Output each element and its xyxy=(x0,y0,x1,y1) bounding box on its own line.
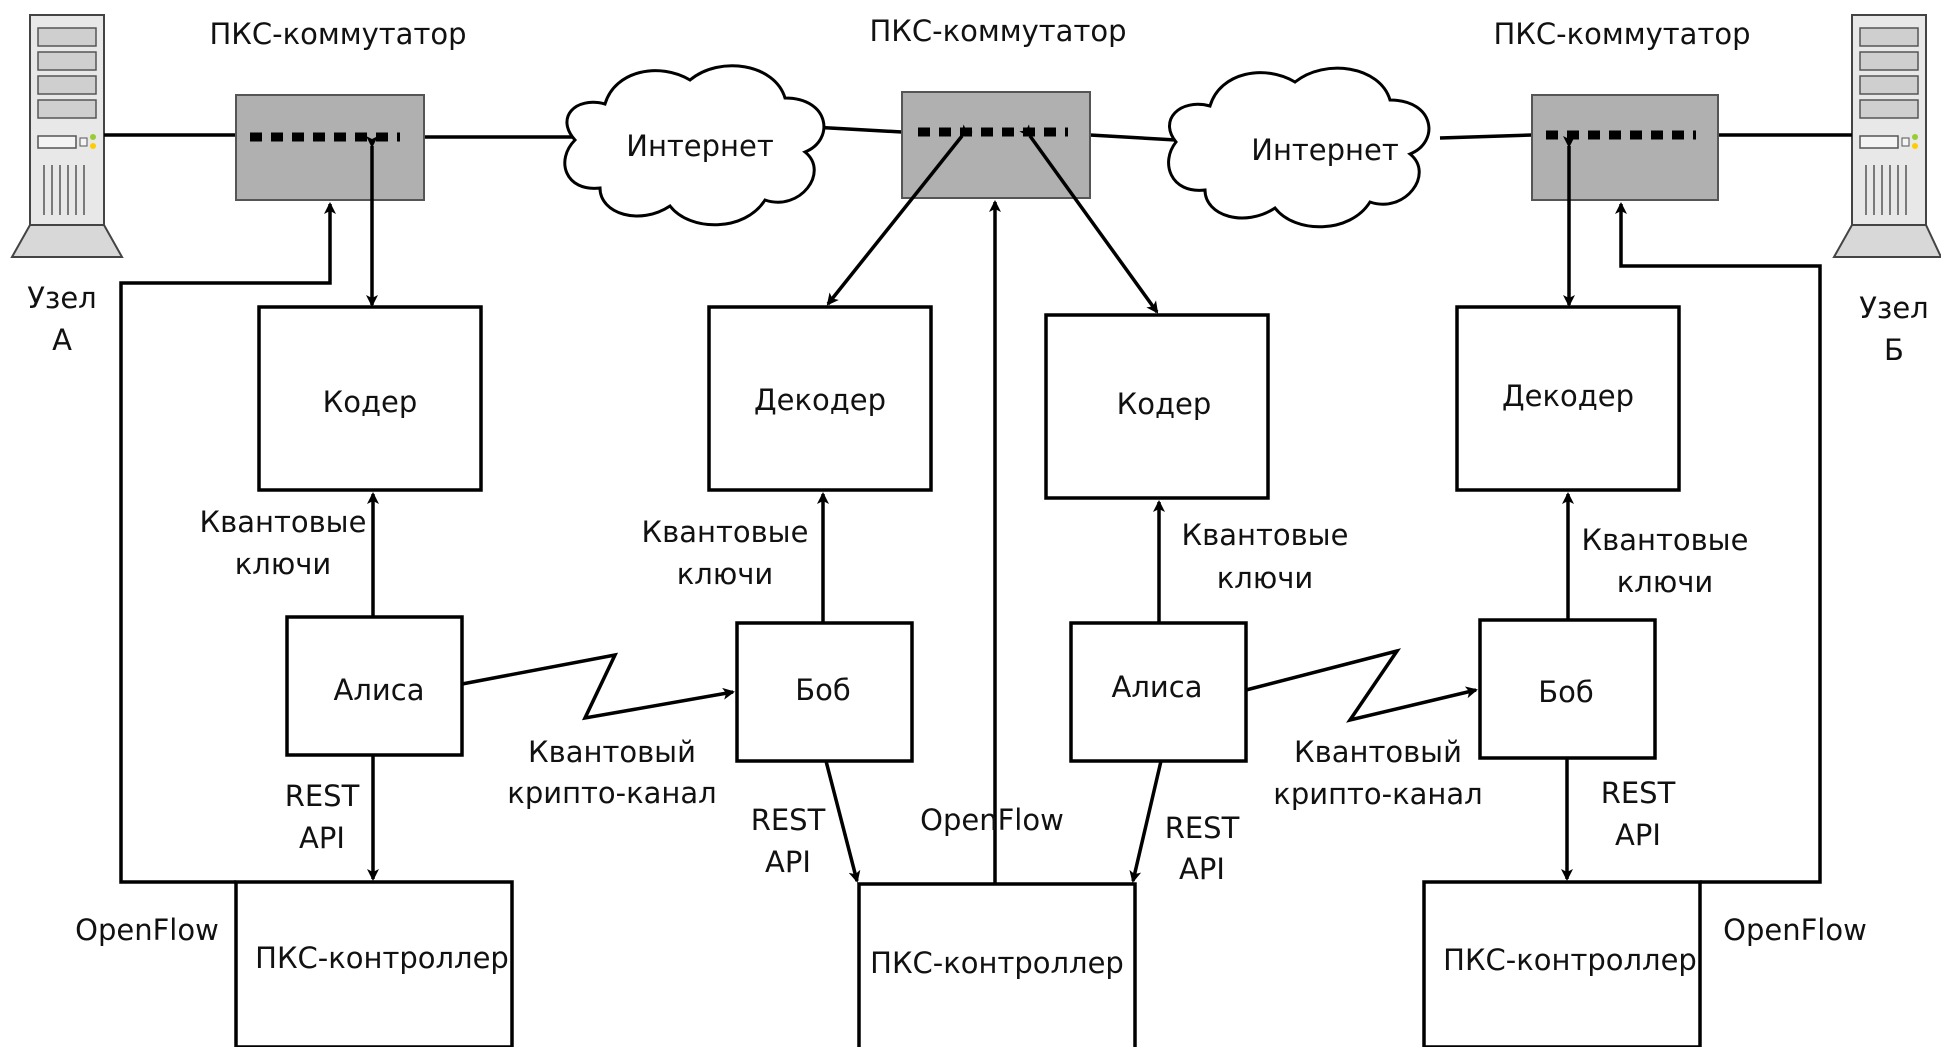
arrow-switch-center-decoder-center xyxy=(826,124,973,306)
coder-box-left-label: Кодер xyxy=(323,385,418,419)
bob-box-right-label: Боб xyxy=(1538,675,1594,709)
switch-center-title: ПКС-коммутатор xyxy=(870,14,1127,48)
internet-cloud-left xyxy=(563,64,826,227)
quantum-keys-label-center-right-line2: ключи xyxy=(1217,561,1313,595)
coder-box-center-label: Кодер xyxy=(1117,387,1212,421)
rest-api-label-left-line2: API xyxy=(299,821,345,855)
rest-api-label-center-right-line2: API xyxy=(1179,852,1225,886)
quantum-keys-label-right-line2: ключи xyxy=(1617,565,1713,599)
controller-box-center xyxy=(857,882,1137,1047)
internet-cloud-right xyxy=(1167,66,1431,229)
controller-box-right-label: ПКС-контроллер xyxy=(1443,943,1697,977)
rest-api-label-center-right-line1: REST xyxy=(1165,811,1240,845)
quantum-keys-label-left-line2: ключи xyxy=(235,547,331,581)
openflow-label-center: OpenFlow xyxy=(920,803,1064,837)
controller-box-center-label: ПКС-контроллер xyxy=(870,946,1124,980)
node-b-label-line2: Б xyxy=(1884,333,1904,367)
internet-cloud-left-label: Интернет xyxy=(626,129,774,163)
decoder-box-center xyxy=(707,305,933,492)
backbone-link-cloud-switch-right xyxy=(1439,133,1533,140)
coder-box-left xyxy=(257,305,483,492)
quantum-channel-label-left-line1: Квантовый xyxy=(528,735,696,769)
openflow-line-right xyxy=(1615,202,1822,884)
sdn-switch-right xyxy=(1531,94,1719,201)
controller-box-left-label: ПКС-контроллер xyxy=(255,941,509,975)
quantum-keys-label-center-line1: Квантовые xyxy=(642,515,809,549)
bob-box-center xyxy=(735,621,914,763)
node-a-label-line2: А xyxy=(52,323,72,357)
arrow-switch-center-coder-center xyxy=(1019,124,1159,314)
arrow-rest-bob-center-controller xyxy=(824,760,861,883)
openflow-label-left: OpenFlow xyxy=(75,913,219,947)
decoder-box-right xyxy=(1455,305,1681,492)
openflow-line-left xyxy=(119,202,336,884)
switch-right-title: ПКС-коммутатор xyxy=(1494,17,1751,51)
quantum-keys-label-right-line1: Квантовые xyxy=(1582,523,1749,557)
server-icon-node-a xyxy=(10,14,124,258)
alice-box-center-label: Алиса xyxy=(1112,670,1203,704)
quantum-channel-label-left-line2: крипто-канал xyxy=(507,776,716,810)
alice-box-left-label: Алиса xyxy=(334,673,425,707)
quantum-channel-right xyxy=(1245,648,1478,723)
arrow-rest-alice-center-controller xyxy=(1129,760,1163,883)
quantum-keys-label-left-line1: Квантовые xyxy=(200,505,367,539)
quantum-channel-label-right-line1: Квантовый xyxy=(1294,735,1462,769)
quantum-channel-left xyxy=(461,652,735,721)
controller-box-left xyxy=(234,880,514,1047)
decoder-box-right-label: Декодер xyxy=(1502,379,1634,413)
rest-api-label-right-line1: REST xyxy=(1601,776,1676,810)
node-a-label-line1: Узел xyxy=(27,281,96,315)
quantum-channel-label-right-line2: крипто-канал xyxy=(1273,777,1482,811)
backbone-link-switch-cloud-right xyxy=(1089,133,1177,142)
node-b-label-line1: Узел xyxy=(1859,291,1928,325)
internet-cloud-right-label: Интернет xyxy=(1251,133,1399,167)
backbone-link-cloud-switch-center xyxy=(811,125,903,134)
alice-box-center xyxy=(1069,621,1248,763)
rest-api-label-right-line2: API xyxy=(1615,818,1661,852)
openflow-label-right: OpenFlow xyxy=(1723,913,1867,947)
switch-left-title: ПКС-коммутатор xyxy=(210,17,467,51)
decoder-box-center-label: Декодер xyxy=(754,383,886,417)
bob-box-center-label: Боб xyxy=(795,673,851,707)
sdn-switch-left xyxy=(235,94,425,201)
rest-api-label-center-left-line1: REST xyxy=(751,803,826,837)
quantum-keys-label-center-line2: ключи xyxy=(677,557,773,591)
controller-box-right xyxy=(1422,880,1702,1047)
quantum-keys-label-center-right-line1: Квантовые xyxy=(1182,518,1349,552)
rest-api-label-left-line1: REST xyxy=(285,779,360,813)
server-icon-node-b xyxy=(1832,14,1941,258)
coder-box-center xyxy=(1044,313,1270,500)
rest-api-label-center-left-line2: API xyxy=(765,845,811,879)
